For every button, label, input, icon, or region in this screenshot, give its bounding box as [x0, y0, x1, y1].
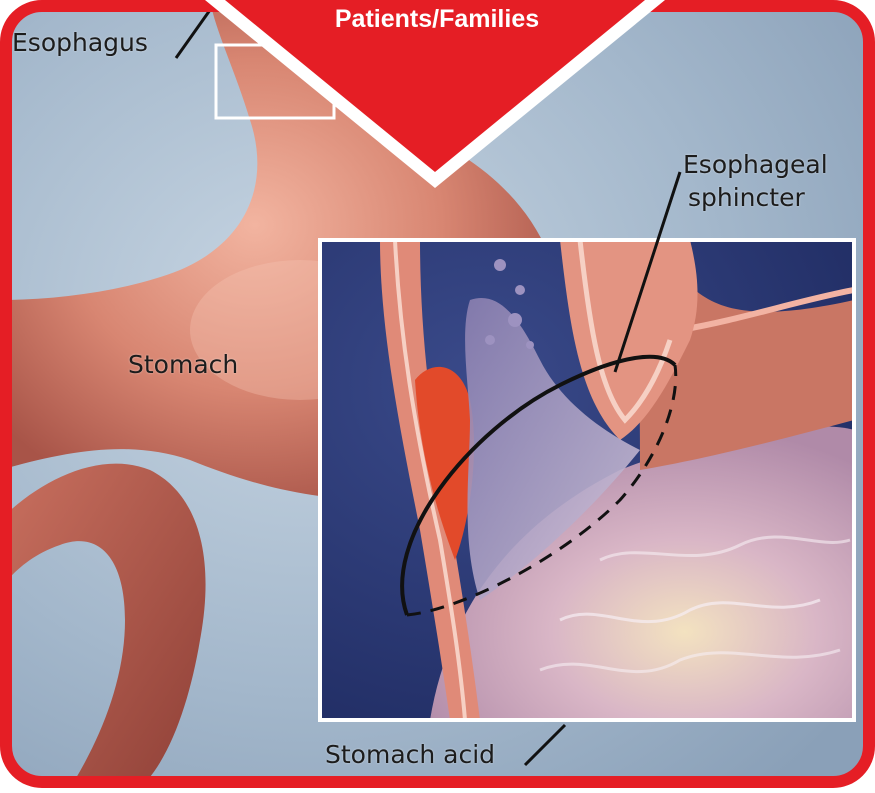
- label-esophageal-sphincter-line1: Esophageal: [683, 150, 828, 179]
- label-stomach: Stomach: [128, 350, 238, 379]
- label-esophageal-sphincter-line2: sphincter: [688, 183, 805, 212]
- label-esophagus: Esophagus: [12, 28, 148, 57]
- label-stomach-acid: Stomach acid: [325, 740, 495, 769]
- banner-title: Patients/Families: [252, 5, 622, 34]
- sphincter-closeup: [320, 240, 854, 720]
